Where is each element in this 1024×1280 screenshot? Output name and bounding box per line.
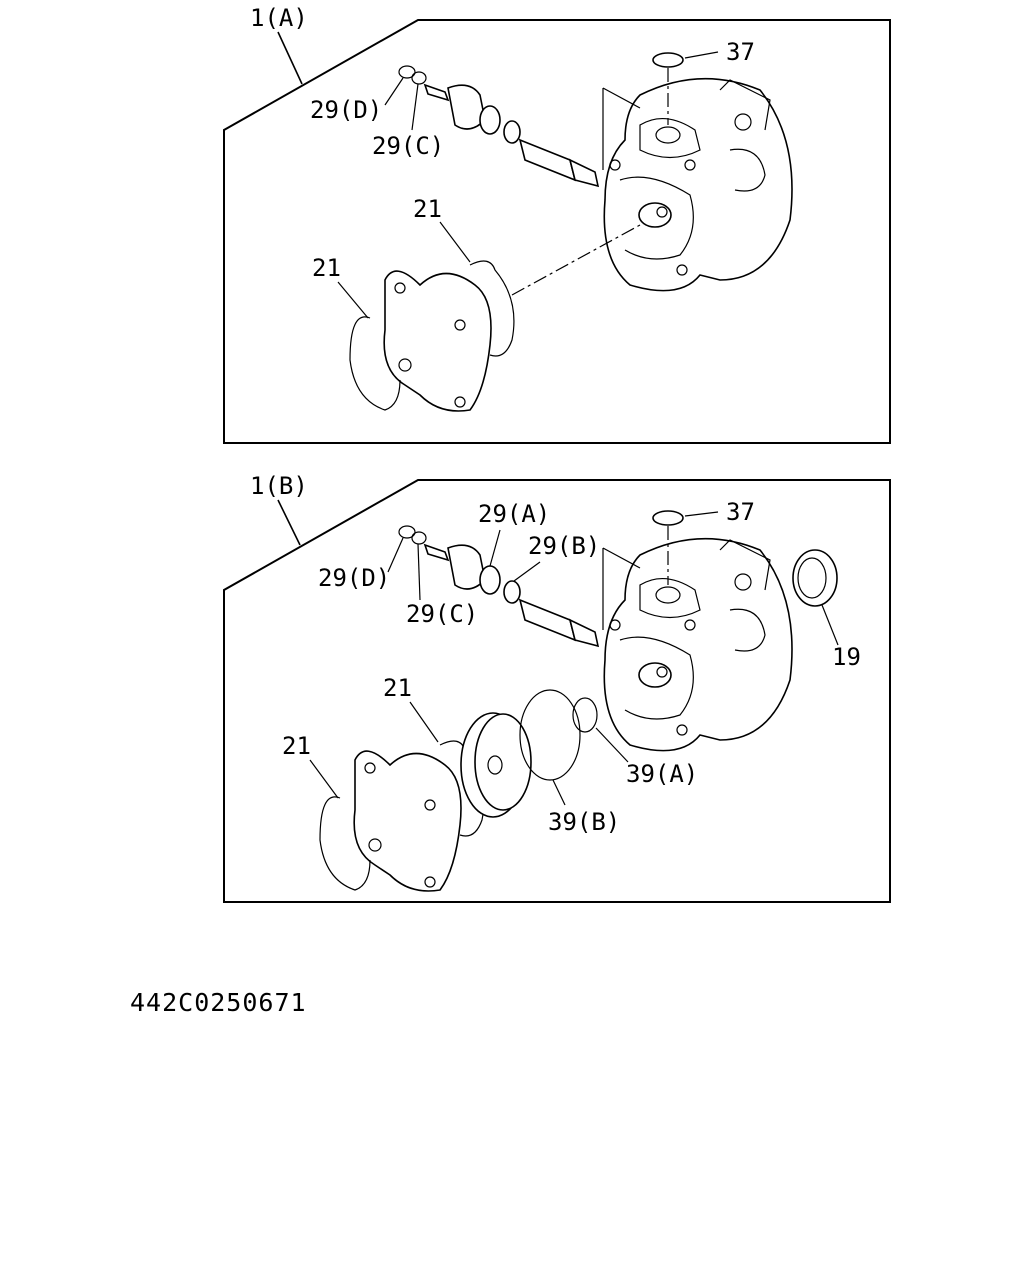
seal-19: [792, 549, 838, 607]
pump-housing-a: [603, 77, 793, 292]
label-29c-a: 29(C): [372, 132, 444, 160]
oring-29d-a: [398, 65, 416, 79]
label-29b-b: 29(B): [528, 532, 600, 560]
plug-37-a: [652, 52, 684, 68]
label-29a-b: 29(A): [478, 500, 550, 528]
piston-disc: [460, 712, 532, 818]
gasket-21-lower-a: [349, 316, 401, 411]
ring-39b: [519, 689, 581, 781]
gasket-21-lower-b: [319, 796, 371, 891]
assembly-label-1a: 1(A): [250, 4, 308, 32]
panel-a-frame: [223, 19, 891, 444]
oring-29d-b: [398, 525, 416, 539]
spool-assembly-a: [423, 83, 600, 188]
plug-37-b: [652, 510, 684, 526]
reference-code: 442C0250671: [130, 988, 307, 1017]
ring-39a: [572, 697, 598, 733]
leader-1a: [277, 31, 303, 85]
panel-b: 1(B) 19: [223, 472, 891, 903]
label-29d-a: 29(D): [310, 96, 382, 124]
label-37-a: 37: [726, 38, 755, 66]
label-21-lower-a: 21: [312, 254, 341, 282]
label-21-upper-b: 21: [383, 674, 412, 702]
oring-29c-a: [411, 71, 427, 85]
label-19: 19: [832, 643, 861, 671]
assembly-label-1b: 1(B): [250, 472, 308, 500]
pump-housing-b: [603, 537, 793, 752]
panel-a: 1(A): [223, 4, 891, 444]
label-29c-b: 29(C): [406, 600, 478, 628]
leader-1b: [277, 499, 301, 546]
cover-b: [353, 750, 462, 892]
spool-assembly-b: [423, 543, 600, 648]
label-39b: 39(B): [548, 808, 620, 836]
gasket-21-upper-a: [469, 260, 515, 357]
label-21-upper-a: 21: [413, 195, 442, 223]
cover-a: [383, 270, 492, 412]
label-21-lower-b: 21: [282, 732, 311, 760]
panel-b-frame: [223, 479, 891, 903]
label-39a: 39(A): [626, 760, 698, 788]
label-37-b: 37: [726, 498, 755, 526]
label-29d-b: 29(D): [318, 564, 390, 592]
oring-29c-b: [411, 531, 427, 545]
